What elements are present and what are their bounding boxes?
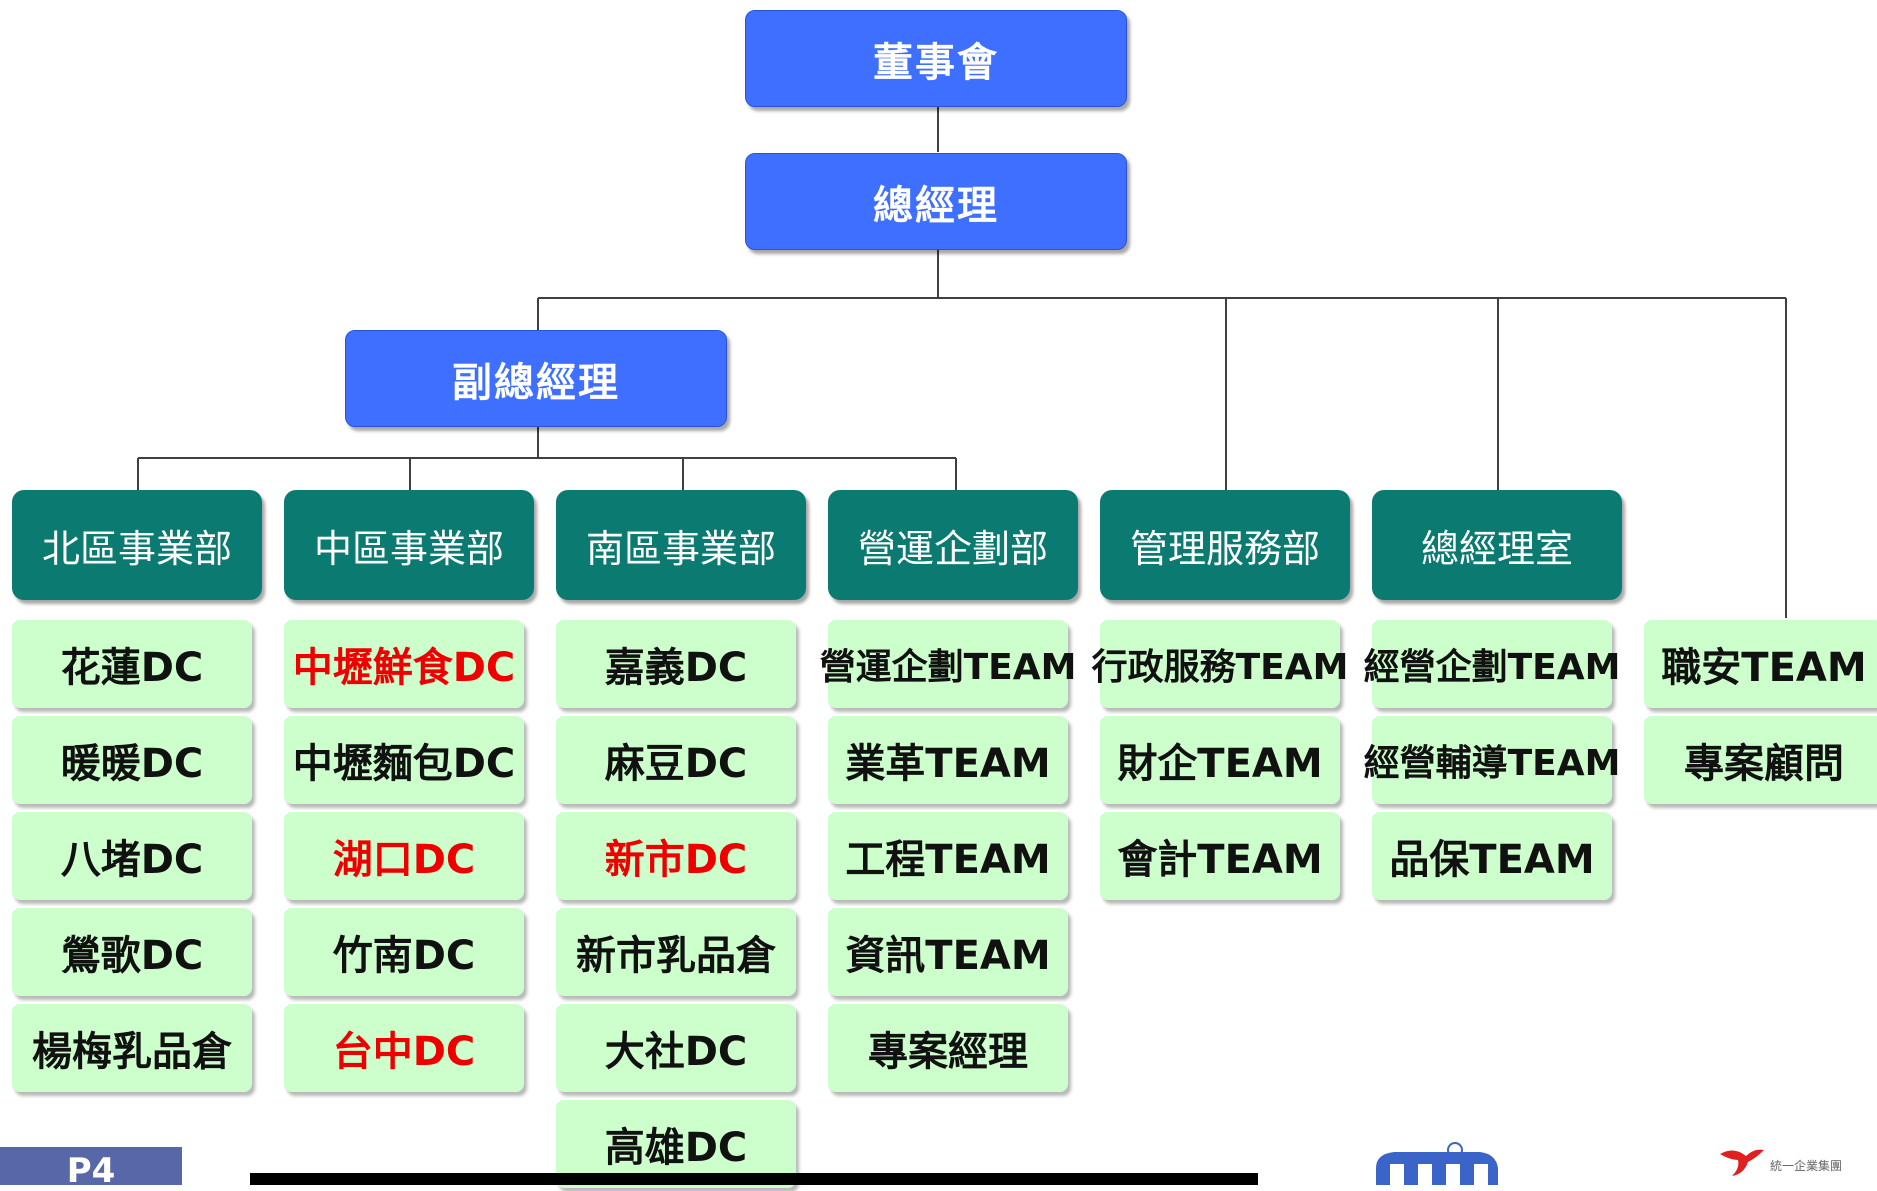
team-box: 資訊TEAM xyxy=(828,908,1068,996)
team-box: 專案顧問 xyxy=(1644,716,1877,804)
group-logo: 統一企業集團 xyxy=(1718,1144,1868,1185)
team-box: 職安TEAM xyxy=(1644,620,1877,708)
page-number-badge: P4 xyxy=(0,1147,182,1191)
department-north: 北區事業部 xyxy=(12,490,262,600)
team-box: 新市DC xyxy=(556,812,796,900)
team-box: 花蓮DC xyxy=(12,620,252,708)
team-box: 專案經理 xyxy=(828,1004,1068,1092)
team-box: 新市乳品倉 xyxy=(556,908,796,996)
team-box: 竹南DC xyxy=(284,908,524,996)
team-box: 中壢鮮食DC xyxy=(284,620,524,708)
team-box: 經營輔導TEAM xyxy=(1364,716,1620,804)
team-box: 大社DC xyxy=(556,1004,796,1092)
team-box: 嘉義DC xyxy=(556,620,796,708)
chairman-box: 董事會 xyxy=(745,10,1127,107)
department-south: 南區事業部 xyxy=(556,490,806,600)
team-box: 會計TEAM xyxy=(1100,812,1340,900)
team-box: 鶯歌DC xyxy=(12,908,252,996)
team-box: 工程TEAM xyxy=(828,812,1068,900)
team-box: 中壢麵包DC xyxy=(284,716,524,804)
team-box: 業革TEAM xyxy=(828,716,1068,804)
team-box: 財企TEAM xyxy=(1100,716,1340,804)
team-box: 湖口DC xyxy=(284,812,524,900)
bird-icon xyxy=(1720,1149,1764,1176)
team-box: 行政服務TEAM xyxy=(1092,620,1348,708)
team-box: 楊梅乳品倉 xyxy=(12,1004,252,1092)
department-management-services: 管理服務部 xyxy=(1100,490,1350,600)
team-box: 營運企劃TEAM xyxy=(820,620,1076,708)
vice-general-manager-box: 副總經理 xyxy=(345,330,727,427)
team-box: 暖暖DC xyxy=(12,716,252,804)
department-operations-planning: 營運企劃部 xyxy=(828,490,1078,600)
department-gm-office: 總經理室 xyxy=(1372,490,1622,600)
department-central: 中區事業部 xyxy=(284,490,534,600)
team-box: 麻豆DC xyxy=(556,716,796,804)
group-logo-text: 統一企業集團 xyxy=(1770,1159,1843,1173)
team-box: 八堵DC xyxy=(12,812,252,900)
general-manager-box: 總經理 xyxy=(745,153,1127,250)
team-box: 經營企劃TEAM xyxy=(1364,620,1620,708)
team-box: 品保TEAM xyxy=(1372,812,1612,900)
team-box: 台中DC xyxy=(284,1004,524,1092)
footer-divider xyxy=(250,1173,1258,1185)
company-logo xyxy=(1376,1142,1498,1185)
